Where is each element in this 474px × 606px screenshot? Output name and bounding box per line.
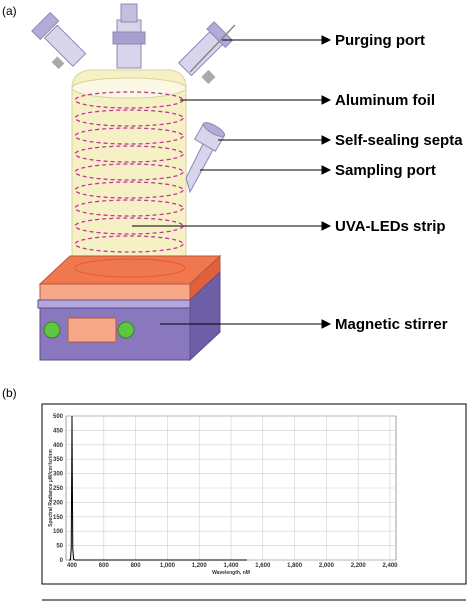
y-tick-label: 150 (53, 515, 64, 521)
y-tick-label: 500 (53, 414, 64, 420)
panel-label-b: (b) (2, 386, 17, 400)
label-sampling-port: Sampling port (335, 162, 436, 179)
label-magnetic-stirrer: Magnetic stirrer (335, 316, 448, 333)
label-self-sealing-septa: Self-sealing septa (335, 132, 463, 149)
y-tick-label: 200 (53, 500, 64, 506)
x-tick-label: 800 (131, 563, 142, 569)
reactor-diagram (31, 3, 332, 362)
y-tick-label: 350 (53, 457, 64, 463)
label-aluminum-foil: Aluminum foil (335, 92, 435, 109)
magnetic-stirrer (37, 254, 222, 362)
x-tick-label: 2,400 (382, 563, 398, 569)
x-tick-label: 600 (99, 563, 110, 569)
vessel (71, 69, 187, 283)
y-tick-label: 100 (53, 529, 64, 535)
x-tick-label: 2,000 (319, 563, 335, 569)
y-tick-label: 250 (53, 486, 64, 492)
y-tick-label: 300 (53, 472, 64, 478)
spectrum-line (68, 415, 247, 561)
callout-arrows (132, 35, 332, 329)
x-tick-label: 1,600 (255, 563, 271, 569)
label-uva-leds-strip: UVA-LEDs strip (335, 218, 446, 235)
sampling-port (185, 122, 226, 194)
ticks: 400 600 800 1,000 1,200 1,400 1,600 1,800 2,000 2… (53, 414, 398, 569)
y-tick-label: 450 (53, 428, 64, 434)
x-tick-label: 1,400 (223, 563, 239, 569)
panel-label-a: (a) (2, 4, 17, 18)
y-axis-title: Spectral Radiance µW/cm²/sr/nm (48, 449, 54, 527)
y-tick-label: 50 (56, 544, 63, 550)
x-axis-title: Wavelength, nM (212, 570, 250, 576)
spectrum-chart: 400 600 800 1,000 1,200 1,400 1,600 1,800 2,000 2… (41, 403, 467, 601)
x-tick-label: 1,800 (287, 563, 303, 569)
x-tick-label: 400 (67, 563, 78, 569)
x-tick-label: 1,200 (192, 563, 208, 569)
y-tick-label: 0 (60, 558, 64, 564)
label-purging-port: Purging port (335, 32, 425, 49)
x-tick-label: 1,000 (160, 563, 176, 569)
series (68, 415, 247, 561)
y-tick-label: 400 (53, 443, 64, 449)
top-ports (31, 3, 236, 261)
grid (66, 415, 396, 561)
x-tick-label: 2,200 (351, 563, 367, 569)
